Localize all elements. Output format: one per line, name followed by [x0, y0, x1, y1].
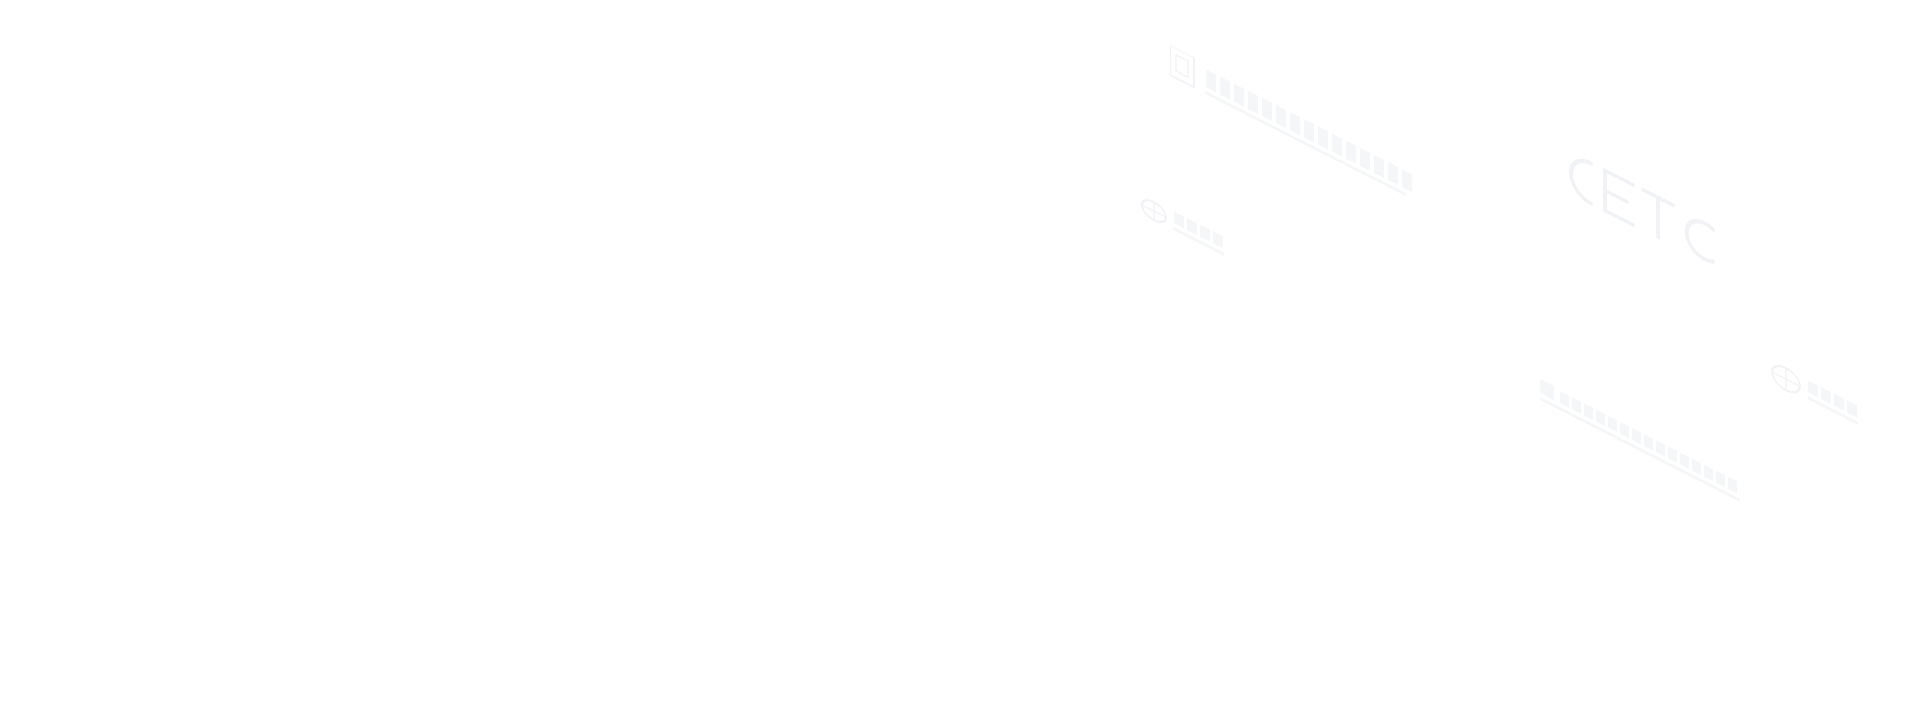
emblem-logo-icon	[1170, 45, 1412, 197]
wordmark-logo	[1555, 135, 1725, 292]
globe-logo-icon	[1771, 364, 1858, 425]
emblem-logo	[1170, 45, 1430, 257]
banner-logo	[1540, 375, 1760, 537]
globe-logo	[1140, 190, 1260, 311]
globe-logo	[1770, 355, 1880, 471]
banner-logo-icon	[1540, 379, 1740, 502]
wordmark-logo-icon	[1569, 158, 1715, 264]
globe-logo-icon	[1141, 199, 1224, 256]
